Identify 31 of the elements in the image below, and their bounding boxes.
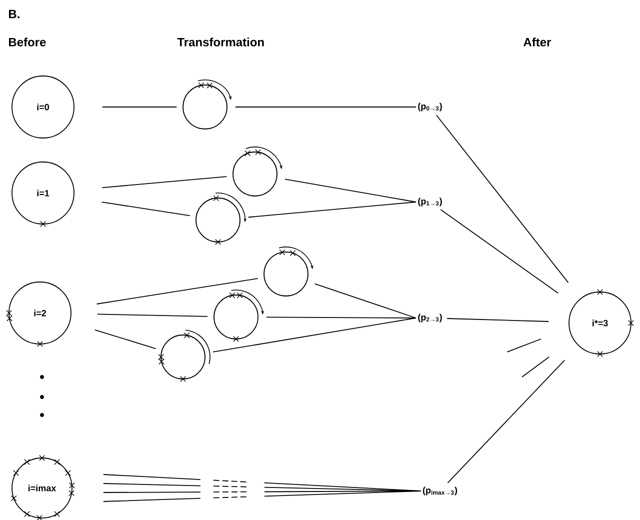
connector-line: [102, 106, 177, 108]
intermediate-circle: [214, 290, 264, 342]
column-heading: After: [524, 38, 552, 46]
connector-line: [440, 209, 559, 294]
connector-line: [101, 202, 190, 216]
intermediate-circle: [182, 80, 232, 130]
probability-label: (p$_{2→3}$): [418, 314, 442, 322]
connector-line: [94, 329, 156, 350]
probability-label: (p$_{imax→3}$): [422, 486, 458, 496]
intermediate-circle: [264, 246, 314, 296]
connector-line: [266, 316, 416, 318]
intermediate-circle: [158, 330, 210, 382]
connector-line: [103, 490, 422, 502]
connector-line: [235, 106, 416, 108]
probability-label: (p$_{0→3}$): [418, 102, 442, 112]
connector-line: [447, 360, 565, 484]
intermediate-circle: [232, 146, 282, 196]
intermediate-circle: [196, 192, 247, 245]
connector-line: [96, 278, 258, 304]
probability-label: (p$_{1→3}$): [418, 198, 442, 206]
connector-line: [212, 318, 416, 352]
connector-line: [314, 283, 416, 318]
connector-line: [102, 176, 228, 188]
panel-letter: B.: [9, 10, 20, 18]
connector-line: [97, 314, 208, 317]
column-heading: Before: [9, 38, 46, 46]
connector-line: [436, 114, 569, 284]
column-heading: Transformation: [177, 38, 264, 46]
connector-line: [284, 178, 416, 202]
connector-line: [248, 202, 416, 218]
connector-line: [446, 318, 550, 322]
